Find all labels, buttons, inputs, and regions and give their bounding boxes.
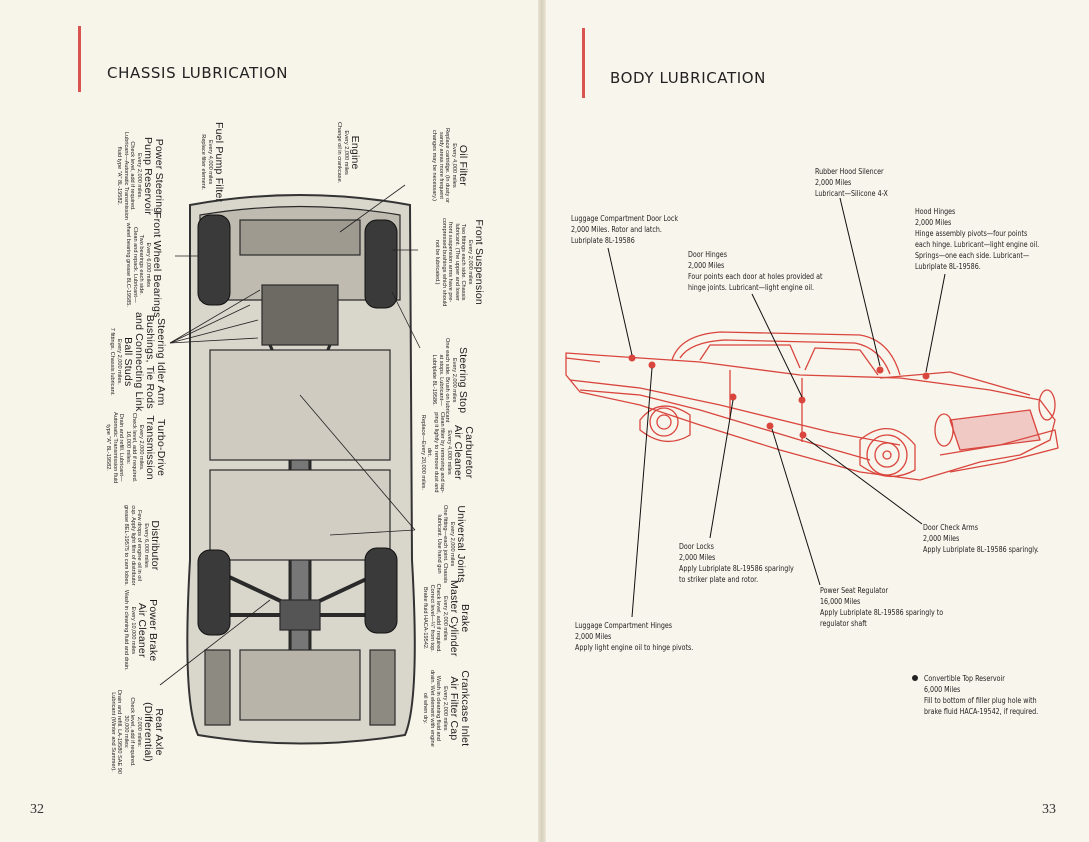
callout-power-seat-regulator: Power Seat Regulator 16,000 Miles Apply … bbox=[820, 585, 943, 629]
callout-line: hinge joints. Lubricant—light engine oil… bbox=[688, 282, 815, 292]
convertible-top-bullet bbox=[912, 675, 918, 681]
callout-title: Door Locks bbox=[679, 541, 714, 551]
callout-line: 2,000 Miles bbox=[688, 260, 725, 270]
callout-door-hinges: Door Hinges 2,000 Miles Four points each… bbox=[688, 249, 822, 293]
callout-hood-hinges: Hood Hinges 2,000 Miles Hinge assembly p… bbox=[915, 206, 1039, 272]
callout-title: Door Hinges bbox=[688, 249, 728, 259]
callout-line: 2,000 Miles bbox=[923, 533, 960, 543]
callout-line: Apply light engine oil to hinge pivots. bbox=[575, 642, 694, 652]
callout-line: Apply Lubriplate 8L-19586 sparingly bbox=[679, 563, 794, 573]
callout-line: to striker plate and rotor. bbox=[679, 574, 759, 584]
callout-line: Apply Lubriplate 8L-19586 sparingly. bbox=[923, 544, 1039, 554]
lube-points bbox=[628, 354, 930, 439]
callout-luggage-compartment-hinges: Luggage Compartment Hinges 2,000 Miles A… bbox=[575, 620, 693, 653]
callout-line: 2,000 Miles. Rotor and latch. bbox=[571, 224, 662, 234]
callout-door-locks: Door Locks 2,000 Miles Apply Lubriplate … bbox=[679, 541, 794, 585]
chassis-heading: CHASSIS LUBRICATION bbox=[107, 64, 289, 82]
callout-title: Luggage Compartment Door Lock bbox=[571, 213, 679, 223]
callout-title: Power Seat Regulator bbox=[820, 585, 889, 595]
callout-line: Four points each door at holes provided … bbox=[688, 271, 823, 281]
callout-line: Hinge assembly pivots—four points bbox=[915, 228, 1028, 238]
callout-luggage-door-lock: Luggage Compartment Door Lock 2,000 Mile… bbox=[571, 213, 678, 246]
callout-line: each hinge. Lubricant—light engine oil. bbox=[915, 239, 1040, 249]
callout-line: Lubriplate 8L-19586. bbox=[915, 261, 981, 271]
callout-title: Hood Hinges bbox=[915, 206, 956, 216]
callout-title: Rubber Hood Silencer bbox=[815, 166, 884, 176]
callout-convertible-top-reservoir: Convertible Top Reservoir 6,000 Miles Fi… bbox=[924, 673, 1038, 717]
callout-line: 2,000 Miles bbox=[915, 217, 952, 227]
callout-line: Lubriplate 8L-19586 bbox=[571, 235, 635, 245]
callout-line: Fill to bottom of filler plug hole with bbox=[924, 695, 1037, 705]
callout-line: Apply Lubriplate 8L-19586 sparingly to bbox=[820, 607, 944, 617]
callout-title: Luggage Compartment Hinges bbox=[575, 620, 673, 630]
body-heading: BODY LUBRICATION bbox=[610, 69, 767, 87]
callout-title: Door Check Arms bbox=[923, 522, 979, 532]
callout-line: 2,000 Miles bbox=[575, 631, 612, 641]
callout-door-check-arms: Door Check Arms 2,000 Miles Apply Lubrip… bbox=[923, 522, 1039, 555]
callout-line: 2,000 Miles bbox=[679, 552, 716, 562]
chassis-underside-illustration bbox=[159, 184, 421, 745]
callout-line: Springs—one each side. Lubricant— bbox=[915, 250, 1030, 260]
book-gutter bbox=[538, 0, 546, 842]
page-number-left: 32 bbox=[30, 802, 44, 817]
callout-line: 6,000 Miles bbox=[924, 684, 961, 694]
callout-line: Lubricant—Silicone 4-X bbox=[815, 188, 888, 198]
accent-bar-right bbox=[582, 28, 585, 98]
callout-rubber-hood-silencer: Rubber Hood Silencer 2,000 Miles Lubrica… bbox=[815, 166, 888, 199]
page-number-right: 33 bbox=[1042, 802, 1056, 817]
callout-title: Convertible Top Reservoir bbox=[924, 673, 1005, 683]
callout-line: regulator shaft bbox=[820, 618, 867, 628]
accent-bar-left bbox=[78, 26, 81, 92]
callout-line: brake fluid HACA-19542, if required. bbox=[924, 706, 1039, 716]
callout-line: 16,000 Miles bbox=[820, 596, 861, 606]
callout-line: 2,000 Miles bbox=[815, 177, 852, 187]
